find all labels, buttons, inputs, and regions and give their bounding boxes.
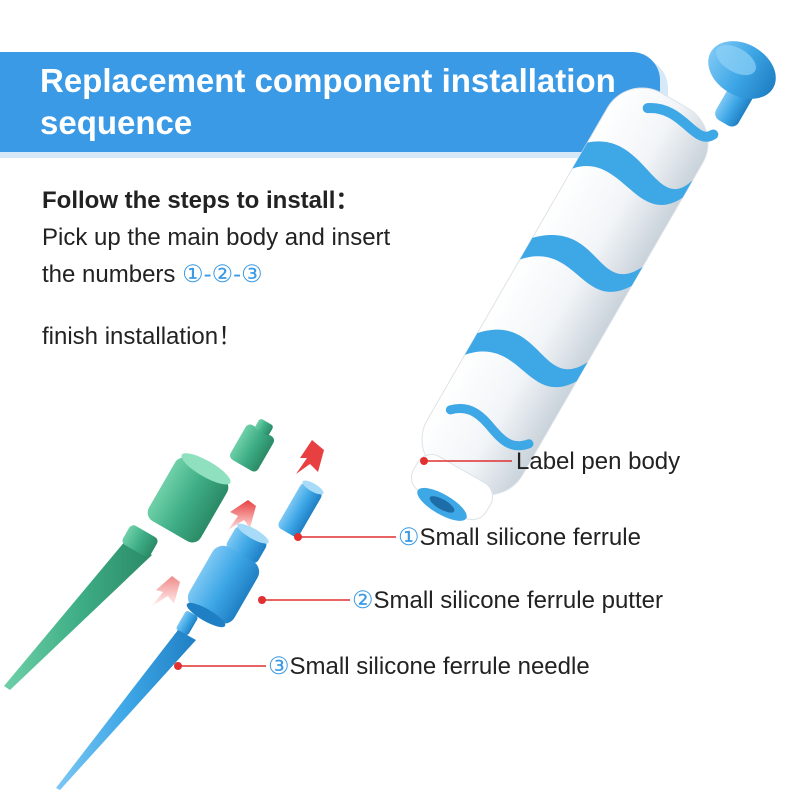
callout-label-pen-body: Label pen body bbox=[516, 448, 680, 476]
callout-text: Small silicone ferrule needle bbox=[289, 653, 590, 680]
up-arrow-icon bbox=[228, 500, 256, 530]
title-banner bbox=[0, 52, 660, 152]
instructions-line-2: the numbers ①-②-③ bbox=[42, 256, 482, 293]
finish-text: finish installation！ bbox=[42, 323, 243, 350]
callout-text: Label pen body bbox=[516, 448, 681, 475]
callout-text: Small silicone ferrule bbox=[419, 524, 641, 551]
callout-marker: ③ bbox=[268, 653, 290, 680]
up-arrow-icon bbox=[152, 576, 180, 606]
banner-title: Replacement component installation seque… bbox=[40, 62, 616, 141]
label-pen-body bbox=[410, 87, 719, 521]
callout-small-silicone-ferrule-putter: ②Small silicone ferrule putter bbox=[352, 586, 663, 615]
callout-marker: ② bbox=[352, 587, 374, 614]
callout-marker: ① bbox=[398, 524, 420, 551]
instructions-line-2-text: the numbers bbox=[42, 261, 183, 288]
callout-small-silicone-ferrule: ①Small silicone ferrule bbox=[398, 523, 641, 552]
callout-small-silicone-ferrule-needle: ③Small silicone ferrule needle bbox=[268, 652, 590, 681]
green-replacement-parts bbox=[4, 419, 275, 690]
small-silicone-ferrule bbox=[278, 480, 324, 537]
instructions-heading: Follow the steps to install： bbox=[42, 187, 360, 214]
step-numbers: ①-②-③ bbox=[182, 261, 263, 288]
small-silicone-ferrule-needle bbox=[56, 611, 198, 790]
pen-knob bbox=[708, 41, 776, 127]
small-silicone-ferrule-putter bbox=[186, 523, 269, 628]
instructions-line-1: Pick up the main body and insert bbox=[42, 224, 391, 251]
instructions: Follow the steps to install： Pick up the… bbox=[42, 182, 482, 293]
callout-lines bbox=[174, 457, 512, 670]
callout-text: Small silicone ferrule putter bbox=[373, 587, 663, 614]
up-arrow-icon bbox=[296, 440, 324, 474]
